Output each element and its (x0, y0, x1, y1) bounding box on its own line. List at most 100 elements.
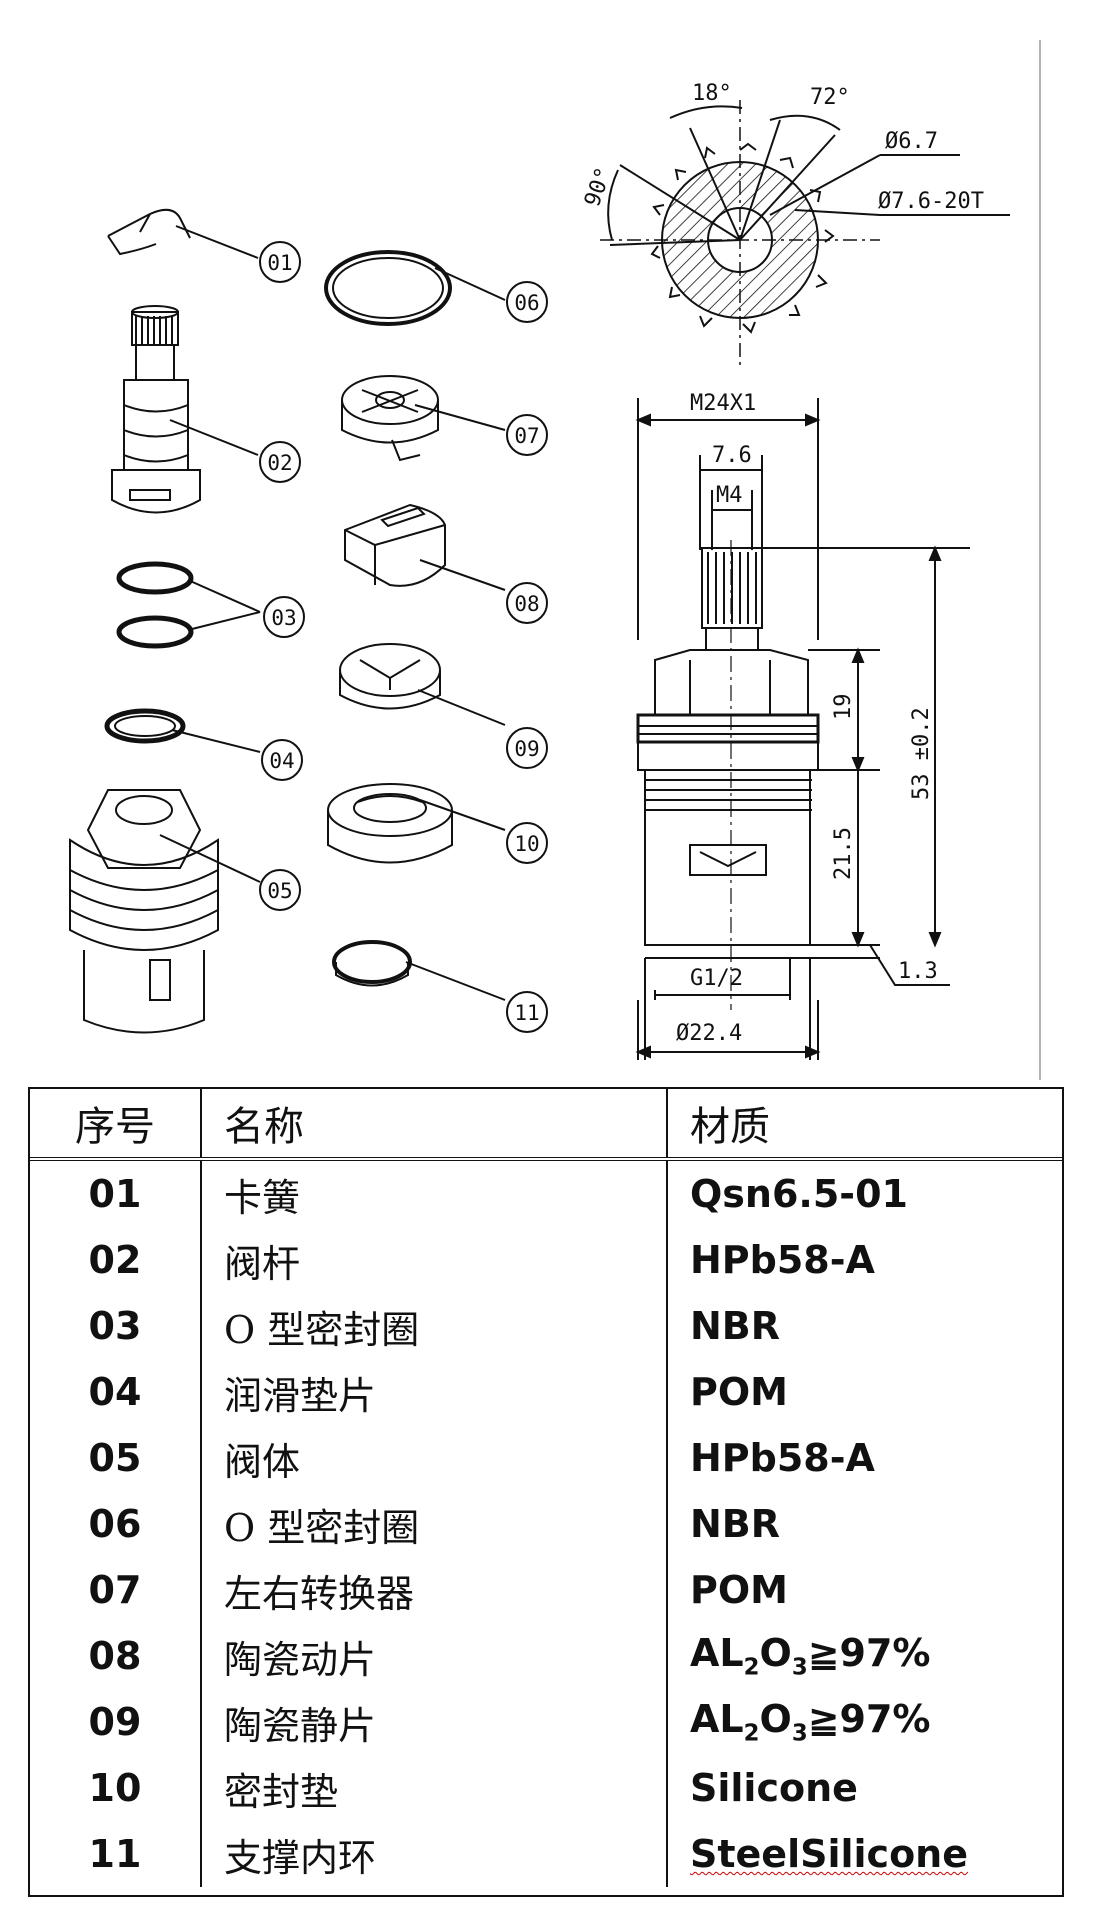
dim-thread: M24X1 (690, 391, 756, 416)
material-prefix: AL (690, 1697, 744, 1742)
cell-name: 支撑内环 (201, 1821, 668, 1887)
cell-name: 卡簧 (201, 1159, 668, 1227)
material-subscript: 2 (743, 1720, 760, 1747)
callout-03: 03 (263, 596, 305, 638)
cell-material: POM (690, 1370, 788, 1414)
callout-06: 06 (506, 281, 548, 323)
dim-angle-72: 72° (810, 85, 850, 110)
part-09-ceramic-static-disc (339, 643, 506, 726)
table-row: 03 O 型密封圈 NBR (30, 1293, 1064, 1359)
part-02-valve-stem (111, 305, 259, 514)
dim-g12: G1/2 (690, 966, 743, 991)
table-row: 05 阀体 HPb58-A (30, 1425, 1064, 1491)
material-suffix: ≧97% (807, 1631, 931, 1676)
part-06-o-ring (324, 250, 506, 326)
cell-name: 阀体 (201, 1425, 668, 1491)
dim-angle-18: 18° (692, 81, 732, 106)
svg-text:03: 03 (271, 606, 296, 630)
material-subscript: 3 (791, 1654, 808, 1681)
part-08-ceramic-moving-disc (344, 503, 506, 591)
cell-no: 09 (30, 1689, 202, 1755)
part-01-clip-spring (107, 208, 259, 259)
cell-no: 08 (30, 1623, 202, 1689)
table-row: 07 左右转换器 POM (30, 1557, 1064, 1623)
cell-name: 润滑垫片 (201, 1359, 668, 1425)
svg-text:04: 04 (269, 749, 294, 773)
cell-material: HPb58-A (690, 1436, 875, 1480)
svg-text:09: 09 (514, 737, 539, 761)
cell-no: 02 (30, 1227, 202, 1293)
callout-04: 04 (261, 739, 303, 781)
cell-no: 07 (30, 1557, 202, 1623)
spline-cross-section: 18° 72° 90° Ø6.7 Ø7.6-20T (580, 81, 1010, 370)
dim-m4: M4 (716, 483, 743, 508)
cell-material: Qsn6.5-01 (690, 1172, 908, 1216)
cell-material: POM (690, 1568, 788, 1612)
exploded-parts-drawing: 01 02 03 04 05 06 07 08 09 10 11 18° 72°… (69, 40, 1041, 1080)
material-mid: O (759, 1631, 792, 1676)
cell-material: Silicone (690, 1766, 858, 1810)
material-subscript: 2 (743, 1654, 760, 1681)
callout-09: 09 (506, 727, 548, 769)
part-07-switcher (341, 375, 506, 462)
material-subscript: 3 (791, 1720, 808, 1747)
cell-no: 01 (30, 1159, 202, 1227)
part-10-seal-pad (327, 783, 506, 864)
cell-name: 阀杆 (201, 1227, 668, 1293)
cell-material: NBR (690, 1502, 781, 1546)
callout-05: 05 (259, 869, 301, 911)
cell-name: 陶瓷静片 (201, 1689, 668, 1755)
dim-h21-5: 21.5 (831, 827, 856, 880)
table-row: 01 卡簧 Qsn6.5-01 (30, 1159, 1064, 1227)
callout-02: 02 (259, 441, 301, 483)
dim-width: 7.6 (712, 443, 752, 468)
callout-01: 01 (259, 241, 301, 283)
cell-material: NBR (690, 1304, 781, 1348)
cell-name: O 型密封圈 (201, 1491, 668, 1557)
part-11-support-ring (332, 940, 506, 1001)
cell-no: 04 (30, 1359, 202, 1425)
table-row: 10 密封垫 Silicone (30, 1755, 1064, 1821)
part-05-valve-body (69, 789, 261, 1034)
table-row: 06 O 型密封圈 NBR (30, 1491, 1064, 1557)
svg-text:08: 08 (514, 592, 539, 616)
cell-name: 密封垫 (201, 1755, 668, 1821)
svg-text:06: 06 (514, 291, 539, 315)
table-header-row: 序号 名称 材质 (30, 1089, 1064, 1161)
cell-name: 陶瓷动片 (201, 1623, 668, 1689)
table-row: 02 阀杆 HPb58-A (30, 1227, 1064, 1293)
cell-material: SteelSilicone (667, 1821, 1064, 1887)
cell-no: 03 (30, 1293, 202, 1359)
material-text: SteelSilicone (690, 1832, 969, 1876)
cell-material: HPb58-A (690, 1238, 875, 1282)
callout-11: 11 (506, 991, 548, 1033)
table-row: 08 陶瓷动片 AL2O3≧97% (30, 1623, 1064, 1689)
cell-no: 11 (30, 1821, 202, 1887)
callouts: 01 02 03 04 05 06 07 08 09 10 11 (259, 241, 548, 1033)
dim-spline: Ø7.6-20T (878, 189, 984, 214)
callout-10: 10 (506, 822, 548, 864)
cartridge-side-view: M24X1 7.6 M4 (635, 391, 970, 1060)
material-prefix: AL (690, 1631, 744, 1676)
cell-no: 05 (30, 1425, 202, 1491)
dim-dia22-4: Ø22.4 (676, 1021, 742, 1046)
cell-no: 10 (30, 1755, 202, 1821)
part-03-o-rings (116, 561, 261, 649)
cell-name: O 型密封圈 (201, 1293, 668, 1359)
material-mid: O (759, 1697, 792, 1742)
header-name: 名称 (201, 1089, 668, 1161)
table-row: 04 润滑垫片 POM (30, 1359, 1064, 1425)
cell-no: 06 (30, 1491, 202, 1557)
svg-text:02: 02 (267, 451, 292, 475)
callout-08: 08 (506, 582, 548, 624)
part-04-gasket (104, 708, 261, 753)
svg-text:01: 01 (267, 251, 292, 275)
dim-h1-3: 1.3 (898, 959, 938, 984)
svg-text:05: 05 (267, 879, 292, 903)
cell-material: AL2O3≧97% (667, 1689, 1064, 1755)
dim-h19: 19 (831, 694, 856, 721)
dim-angle-90: 90° (580, 164, 617, 210)
table-row: 09 陶瓷静片 AL2O3≧97% (30, 1689, 1064, 1755)
material-suffix: ≧97% (807, 1697, 931, 1742)
